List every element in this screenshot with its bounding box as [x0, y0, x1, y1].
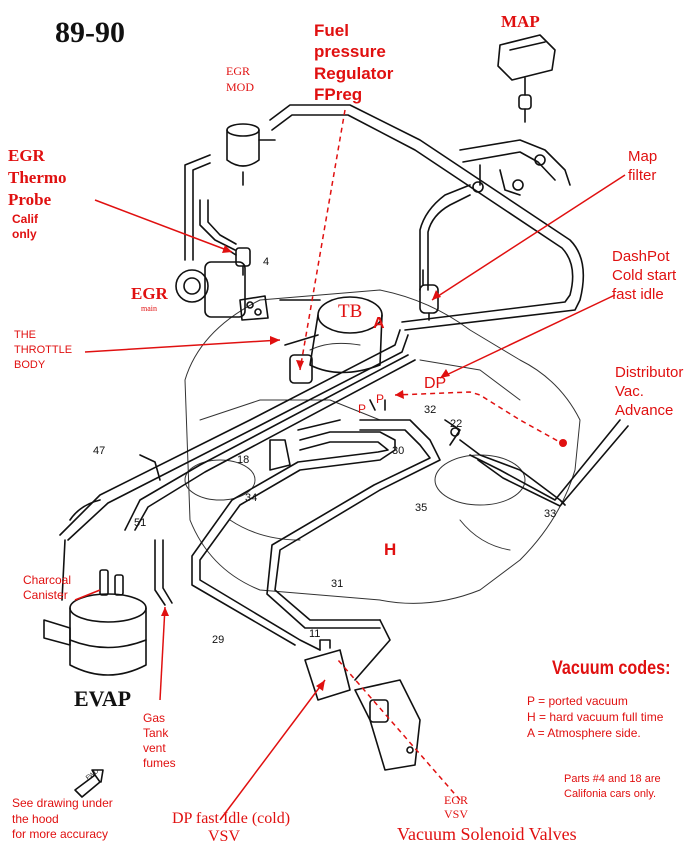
- arrow-distributor: [394, 391, 566, 446]
- egr-main-valve-drawing: [175, 261, 269, 321]
- egr-main-label: EGR: [131, 284, 168, 303]
- arrow-fpreg: [299, 109, 346, 371]
- upper-hoses: [184, 104, 585, 331]
- arrow-egr-vsv: [337, 659, 461, 801]
- gas-tank-label: Gas Tank vent fumes: [143, 711, 176, 770]
- arrow-map-filter: [431, 174, 626, 301]
- arrow-egr-thermo: [94, 199, 233, 253]
- part-number-30: 30: [392, 445, 405, 457]
- tb-label: TB: [338, 301, 363, 322]
- part-number-11: 11: [309, 628, 321, 640]
- vsv-bracket-drawing: [304, 619, 421, 771]
- vacuum-solenoid-valves-label: Vacuum Solenoid Valves: [397, 824, 577, 844]
- arrow-dp-vsv: [219, 679, 326, 821]
- part-number-47: 47: [93, 445, 106, 457]
- part-number-29: 29: [212, 634, 225, 646]
- diagram-title: 89-90: [55, 16, 125, 49]
- california-footnote: Parts #4 and 18 are Califonia cars only.: [564, 773, 661, 800]
- egr-modulator-drawing: [226, 123, 276, 186]
- egr-main-sub-label: main: [141, 304, 157, 313]
- see-drawing-label: See drawing under the hood for more accu…: [12, 796, 113, 842]
- dashpot-label: DashPot Cold start fast idle: [612, 248, 677, 303]
- part-number-18: 18: [237, 454, 250, 466]
- egr-mod-label: EGR MOD: [226, 64, 255, 94]
- throttle-body-label: THE THROTTLE BODY: [14, 329, 73, 371]
- map-sensor-drawing: [497, 34, 556, 123]
- small-fittings: [269, 399, 461, 471]
- vacuum-code-a: A = Atmosphere side.: [527, 726, 641, 740]
- lower-hoses: [59, 329, 629, 651]
- map-label: MAP: [501, 12, 540, 31]
- vacuum-code-h: H = hard vacuum full time: [527, 710, 664, 724]
- part-number-33: 33: [544, 508, 557, 520]
- egr-thermo-probe-label: EGR Thermo Probe: [8, 146, 67, 210]
- arrow-gas-tank: [159, 606, 166, 701]
- vacuum-codes-heading: Vacuum codes:: [552, 658, 671, 679]
- part-number-34: 34: [245, 492, 258, 504]
- atmosphere-marker: A: [373, 315, 385, 332]
- calif-only-label: Calif only: [12, 212, 39, 241]
- charcoal-canister-label: Charcoal Canister: [23, 573, 72, 602]
- part-number-51: 51: [134, 517, 147, 529]
- arrow-dashpot: [439, 294, 616, 379]
- fuel-pressure-regulator-label: Fuel pressure Regulator FPreg: [314, 21, 394, 104]
- charcoal-canister-drawing: [43, 569, 147, 676]
- egr-vsv-label: EGR VSV: [444, 793, 469, 821]
- fwd-arrow-symbol: [74, 769, 104, 798]
- hard-vacuum-marker: H: [384, 540, 397, 559]
- arrow-throttle-body: [84, 339, 281, 353]
- part-number-32: 32: [424, 404, 437, 416]
- part-number-31: 31: [331, 578, 344, 590]
- part-number-35: 35: [415, 502, 428, 514]
- evap-label: EVAP: [74, 686, 132, 711]
- engine-block-sketch: [184, 289, 581, 604]
- distributor-label: Distributor Vac. Advance: [615, 364, 684, 419]
- part-number-22: 22: [450, 418, 463, 430]
- dp-fast-idle-label: DP fast Idle (cold): [172, 810, 291, 827]
- dp-label: DP: [424, 375, 447, 392]
- map-filter-label: Map filter: [628, 148, 658, 184]
- throttle-body-drawing: [279, 296, 383, 384]
- ported-marker-1: P: [358, 402, 367, 416]
- vacuum-code-p: P = ported vacuum: [527, 694, 628, 708]
- part-number-4: 4: [263, 256, 270, 268]
- map-hose-assembly: [459, 139, 571, 196]
- ported-marker-2: P: [376, 392, 385, 406]
- vsv-label: VSV: [208, 828, 241, 845]
- leader-charcoal: [74, 589, 101, 601]
